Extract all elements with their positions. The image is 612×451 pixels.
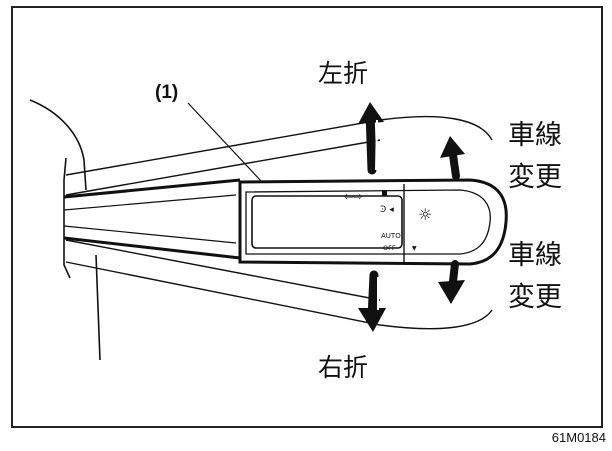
label-lane-change-lower-2: 変更 bbox=[508, 282, 562, 313]
label-left-turn: 左折 bbox=[318, 59, 368, 88]
auto-marking: AUTO bbox=[381, 232, 401, 240]
arrow-left-turn bbox=[358, 102, 384, 175]
arrow-lane-change-lower bbox=[438, 260, 465, 304]
parking-light-icon bbox=[382, 190, 387, 196]
lever-ghost-upper bbox=[65, 115, 493, 196]
callout-label: (1) bbox=[155, 82, 178, 103]
pointer-icon: ▼ bbox=[412, 245, 417, 252]
figure-id: 61M0184 bbox=[551, 430, 606, 445]
headlight-icon: Ͽ ◂ bbox=[380, 205, 394, 215]
arrow-right-turn bbox=[358, 270, 386, 332]
light-sun-icon: ☼ bbox=[418, 205, 432, 224]
steering-column bbox=[29, 99, 101, 361]
lever-head bbox=[238, 178, 508, 266]
off-marking: OFF bbox=[383, 244, 396, 252]
turn-arrows-icon: ⇦⇨ bbox=[344, 190, 362, 203]
lever-ghost-lower bbox=[65, 239, 493, 330]
label-lane-change-upper-2: 変更 bbox=[508, 162, 562, 193]
callout-1: (1) bbox=[155, 82, 263, 183]
switch-markings: ⇦⇨ Ͽ ◂ ☼ AUTO OFF ▼ bbox=[344, 190, 432, 252]
arrow-lane-change-upper bbox=[440, 136, 465, 180]
label-right-turn: 右折 bbox=[318, 353, 368, 382]
label-lane-change-lower-1: 車線 bbox=[508, 240, 562, 271]
lever-main bbox=[63, 178, 241, 260]
label-lane-change-upper-1: 車線 bbox=[508, 120, 562, 151]
